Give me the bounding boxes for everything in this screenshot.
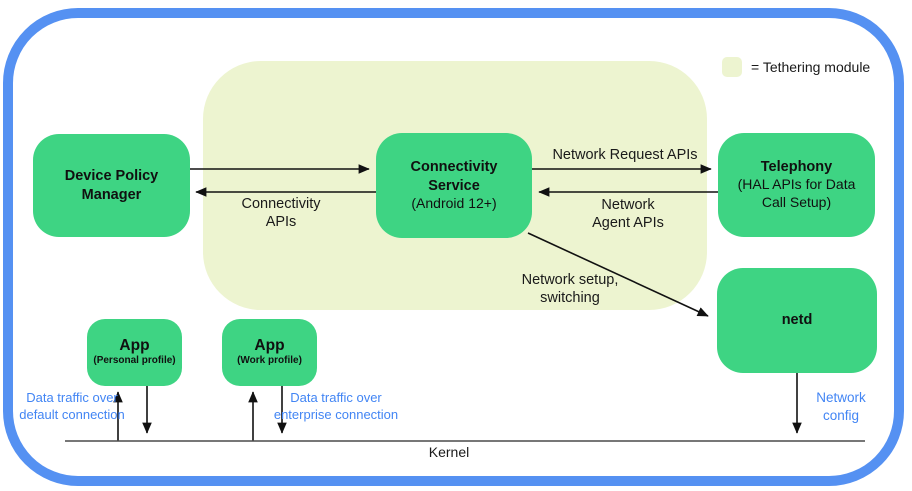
node-title: Telephony (760, 158, 833, 175)
node-device-policy-manager: Device Policy Manager (33, 134, 190, 237)
edge-label-connectivity-apis: Connectivity APIs (241, 196, 321, 231)
node-connectivity-service: Connectivity Service (Android 12+) (376, 133, 532, 238)
tethering-legend-label: = Tethering module (751, 59, 871, 75)
node-subtitle: (Work profile) (237, 355, 302, 366)
node-title: App (254, 337, 285, 355)
node-app-work-profile: App (Work profile) (222, 319, 317, 386)
node-subtitle: (HAL APIs for Data Call Setup) (737, 176, 856, 211)
edge-label-network-request-apis: Network Request APIs (552, 147, 698, 163)
edge-label-data-traffic-default: Data traffic over default connection (19, 390, 125, 422)
tethering-legend-swatch (722, 57, 742, 77)
diagram-outer-border (3, 8, 904, 486)
node-title: Device Policy Manager (64, 167, 159, 203)
node-telephony: Telephony (HAL APIs for Data Call Setup) (718, 133, 875, 237)
node-subtitle: (Personal profile) (93, 355, 176, 366)
edge-label-network-setup-switching: Network setup, switching (521, 272, 619, 307)
node-subtitle: (Android 12+) (411, 195, 497, 212)
edge-label-network-config: Network config (816, 390, 866, 423)
edge-label-network-agent-apis: Network Agent APIs (592, 197, 664, 232)
node-app-personal-profile: App (Personal profile) (87, 319, 182, 386)
node-netd: netd (717, 268, 877, 373)
edge-label-data-traffic-enterprise: Data traffic over enterprise connection (273, 390, 399, 422)
node-title: Connectivity Service (410, 159, 498, 194)
node-title: netd (781, 312, 813, 329)
kernel-label: Kernel (428, 444, 470, 460)
node-title: App (119, 337, 150, 355)
